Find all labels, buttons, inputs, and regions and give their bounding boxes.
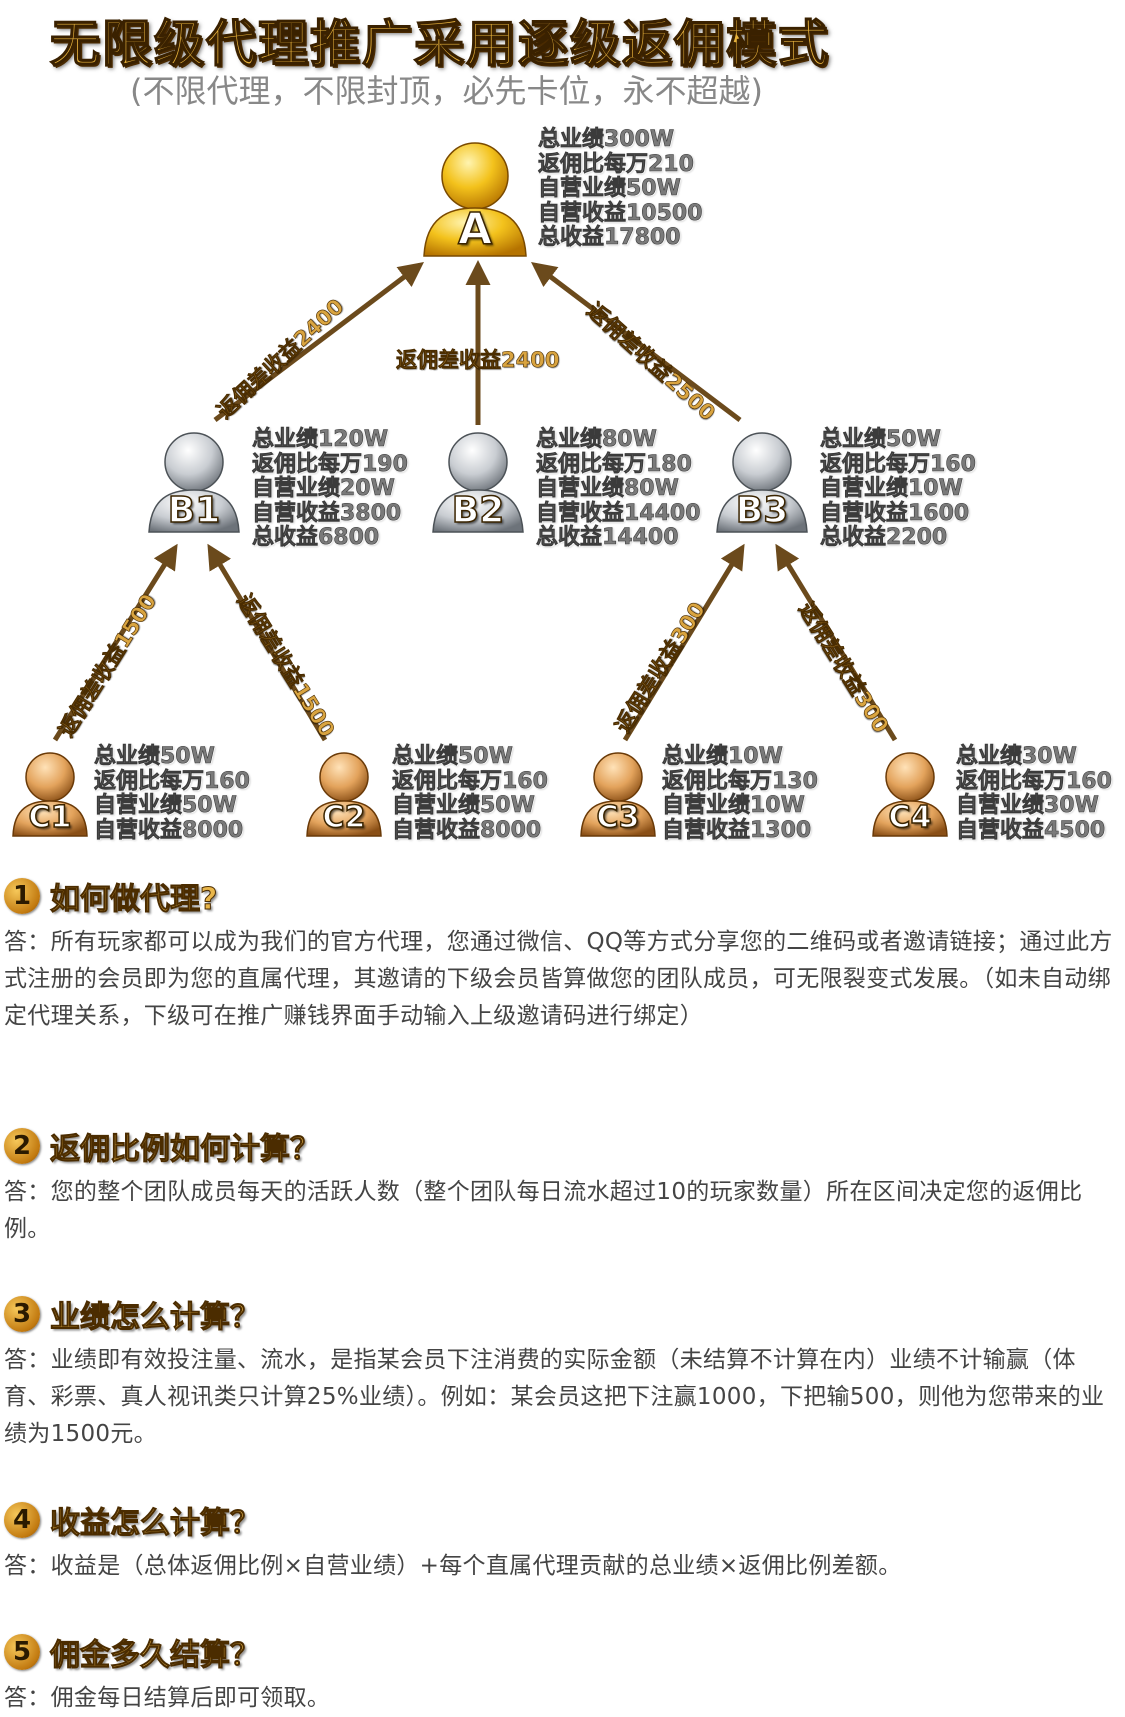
- edge-label-b1-a: 返佣差收益2400: [212, 294, 349, 424]
- page-title: 无限级代理推广采用逐级返佣模式: [49, 14, 830, 74]
- faq-answer: 答：佣金每日结算后即可领取。: [4, 1685, 331, 1711]
- edge-label-c2-b1: 返佣差收益1500: [232, 589, 340, 742]
- gold-person-icon: [423, 142, 527, 257]
- faq-item-5: 5 佣金多久结算？ 答：佣金每日结算后即可领取。: [4, 1630, 1119, 1717]
- edge-label-b2-a: 返佣差收益2400: [396, 348, 560, 373]
- faq-answer: 答：收益是（总体返佣比例×自营业绩）+每个直属代理贡献的总业绩×返佣比例差额。: [4, 1553, 902, 1579]
- faq-answer: 答：业绩即有效投注量、流水，是指某会员下注消费的实际金额（未结算不计算在内）业绩…: [4, 1347, 1105, 1447]
- node-b2: B2: [430, 430, 526, 534]
- faq-question: 收益怎么计算？: [50, 1506, 261, 1542]
- number-badge: 4: [4, 1502, 40, 1538]
- faq-question: 佣金多久结算？: [50, 1638, 261, 1674]
- node-label-c4: C4: [888, 799, 932, 836]
- faq-question: 如何做代理?: [49, 882, 218, 918]
- faq-item-1: 1 如何做代理? 答：所有玩家都可以成为我们的官方代理，您通过微信、QQ等方式分…: [4, 874, 1119, 1035]
- edge-label-c4-b3: 返佣差收益300: [793, 598, 894, 738]
- faq-question: 返佣比例如何计算？: [50, 1132, 321, 1168]
- node-b3: B3: [714, 430, 810, 534]
- number-badge: 3: [4, 1296, 40, 1332]
- node-label-c2: C2: [322, 799, 366, 836]
- faq-item-3: 3 业绩怎么计算？ 答：业绩即有效投注量、流水，是指某会员下注消费的实际金额（未…: [4, 1292, 1119, 1453]
- edge-label-b3-a: 返佣差收益2500: [582, 298, 720, 426]
- edge-label-c3-b3: 返佣差收益300: [610, 598, 710, 738]
- node-label-b1: B1: [167, 489, 221, 532]
- bronze-person-icon: [580, 752, 656, 837]
- node-c4: C4: [870, 750, 950, 838]
- bronze-person-icon: [12, 752, 88, 837]
- node-c3: C3: [578, 750, 658, 838]
- number-badge: 2: [4, 1128, 40, 1164]
- silver-person-icon: [148, 432, 240, 533]
- faq-answer: 答：您的整个团队成员每天的活跃人数（整个团队每日流水超过10的玩家数量）所在区间…: [4, 1179, 1083, 1242]
- silver-person-icon: [716, 432, 808, 533]
- node-label-b2: B2: [451, 489, 505, 532]
- node-b1: B1: [146, 430, 242, 534]
- number-badge: 1: [4, 878, 40, 914]
- bronze-person-icon: [872, 752, 948, 837]
- silver-person-icon: [432, 432, 524, 533]
- node-label-b3: B3: [735, 489, 789, 532]
- node-label-a: A: [457, 203, 493, 256]
- edge-label-c1-b1: 返佣差收益1500: [54, 589, 162, 742]
- node-c2: C2: [304, 750, 384, 838]
- node-label-c3: C3: [596, 799, 640, 836]
- number-badge: 5: [4, 1634, 40, 1670]
- node-c1: C1: [10, 750, 90, 838]
- node-a: A: [420, 140, 530, 258]
- faq-item-2: 2 返佣比例如何计算？ 答：您的整个团队成员每天的活跃人数（整个团队每日流水超过…: [4, 1124, 1119, 1248]
- node-label-c1: C1: [28, 799, 72, 836]
- page-subtitle: (不限代理，不限封顶，必先卡位，永不超越): [130, 72, 763, 110]
- faq-item-4: 4 收益怎么计算？ 答：收益是（总体返佣比例×自营业绩）+每个直属代理贡献的总业…: [4, 1498, 1119, 1585]
- faq-question: 业绩怎么计算？: [50, 1300, 261, 1336]
- bronze-person-icon: [306, 752, 382, 837]
- faq-answer: 答：所有玩家都可以成为我们的官方代理，您通过微信、QQ等方式分享您的二维码或者邀…: [4, 929, 1113, 1029]
